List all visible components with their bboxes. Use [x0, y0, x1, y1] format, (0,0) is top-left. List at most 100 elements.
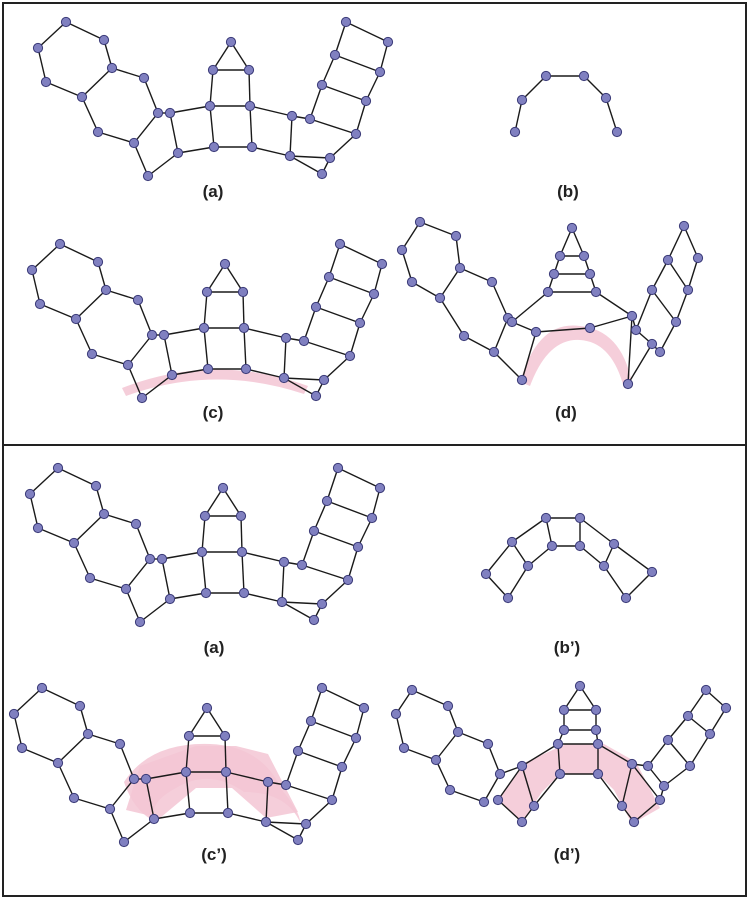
graph-edge — [439, 267, 461, 299]
graph-edge — [59, 243, 99, 263]
graph-node — [308, 525, 320, 537]
graph-node — [682, 284, 694, 296]
graph-edge — [651, 289, 677, 323]
graph-edge — [347, 546, 359, 581]
graph-edge — [31, 243, 61, 271]
graph-node — [522, 560, 534, 572]
graph-node — [202, 363, 214, 375]
graph-edge — [265, 821, 299, 841]
graph-edge — [141, 374, 173, 399]
graph-node — [626, 310, 638, 322]
graph-node — [284, 150, 296, 162]
graph-edge — [419, 221, 457, 237]
graph-node — [316, 682, 328, 694]
graph-edge — [631, 763, 661, 801]
graph-node — [40, 76, 52, 88]
graph-edge — [241, 551, 285, 563]
graph-edge — [37, 47, 47, 83]
graph-edge — [483, 773, 501, 803]
graph-edge — [243, 327, 287, 339]
graph-edge — [321, 687, 365, 709]
graph-node — [566, 222, 578, 234]
graph-node — [292, 745, 304, 757]
graph-edge — [188, 707, 208, 737]
caption-top-a: (a) — [202, 182, 224, 201]
graph-edge — [206, 263, 226, 293]
graph-edge — [127, 364, 143, 399]
graph-edge — [153, 812, 191, 820]
graph-node — [220, 766, 232, 778]
graph-edge — [493, 317, 509, 353]
graph-edge — [21, 747, 59, 764]
graph-edge — [337, 467, 381, 489]
graph-edge — [147, 152, 179, 177]
graph-edge — [321, 54, 336, 86]
graph-node — [298, 335, 310, 347]
graph-edge — [243, 327, 247, 370]
graph-node — [24, 488, 36, 500]
graph-edge — [463, 335, 495, 353]
graph-edge — [663, 765, 691, 787]
graph-edge — [249, 105, 253, 148]
graph-edge — [535, 327, 591, 333]
graph-node — [201, 702, 213, 714]
graph-edge — [310, 687, 323, 722]
graph-edge — [625, 571, 653, 599]
graph-node — [280, 779, 292, 791]
graph-edge — [13, 687, 43, 715]
graph-edge — [125, 558, 151, 590]
graph-node — [542, 286, 554, 298]
graph-node — [278, 372, 290, 384]
graph-edge — [289, 155, 323, 175]
graph-edge — [485, 573, 509, 599]
graph-edge — [125, 588, 141, 623]
graph-node — [196, 546, 208, 558]
graph-node — [132, 294, 144, 306]
graph-edge — [204, 487, 224, 517]
graph-bottom-c — [8, 682, 370, 848]
graph-node — [458, 330, 470, 342]
graph-edge — [449, 789, 485, 803]
graph-node — [662, 734, 674, 746]
graph-node — [540, 70, 552, 82]
graph-node — [280, 332, 292, 344]
graph-edge — [133, 112, 159, 144]
graph-edge — [589, 315, 633, 329]
graph-edge — [457, 731, 489, 745]
graph-edge — [75, 318, 93, 355]
graph-edge — [521, 765, 535, 807]
graph-node — [276, 596, 288, 608]
graph-edge — [297, 750, 343, 768]
graph-node — [222, 807, 234, 819]
graph-node — [146, 329, 158, 341]
graph-edge — [667, 259, 689, 291]
graph-node — [90, 480, 102, 492]
graph-node — [574, 540, 586, 552]
graph-edge — [145, 771, 187, 780]
graph-edge — [81, 96, 99, 133]
graph-edge — [595, 291, 633, 317]
graph-edge — [321, 579, 349, 605]
graph-node — [590, 704, 602, 716]
graph-node — [620, 592, 632, 604]
graph-edge — [163, 334, 173, 376]
graph-node — [158, 329, 170, 341]
graph-node — [128, 773, 140, 785]
graph-edge — [497, 799, 523, 823]
graph-node — [398, 742, 410, 754]
graph-node — [358, 702, 370, 714]
graph-edge — [687, 257, 699, 291]
graph-node — [622, 378, 634, 390]
graph-node — [488, 346, 500, 358]
highlight-band-bottom-c2 — [126, 746, 298, 818]
graph-edge — [171, 368, 209, 376]
graph-bottom-d — [390, 680, 732, 828]
caption-top-d: (d) — [555, 403, 577, 422]
highlight-arc-top-d — [520, 325, 632, 388]
graph-node — [198, 322, 210, 334]
graph-node — [122, 359, 134, 371]
graph-node — [219, 730, 231, 742]
graph-edge — [265, 781, 269, 823]
graph-node — [692, 252, 704, 264]
graph-node — [658, 780, 670, 792]
